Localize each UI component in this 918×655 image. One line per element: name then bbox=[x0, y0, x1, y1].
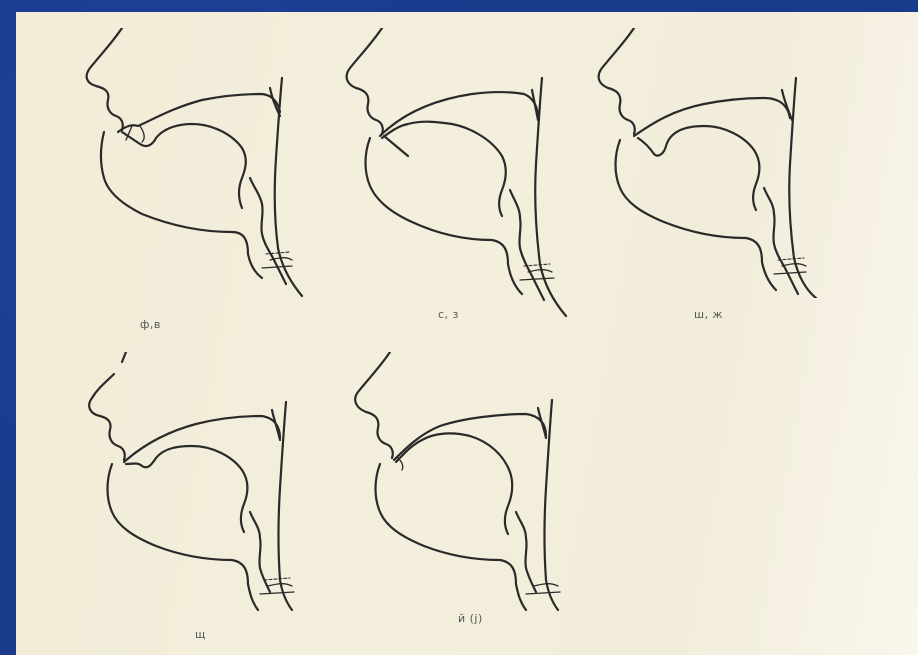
articulation-diagram-sh-zh bbox=[594, 28, 834, 298]
articulation-diagram-s-z bbox=[342, 28, 582, 318]
caption-j: й (j) bbox=[458, 612, 483, 625]
caption-sh-zh: ш, ж bbox=[694, 308, 723, 321]
articulation-diagram-shch bbox=[82, 352, 322, 612]
caption-f-v: ф,в bbox=[140, 318, 161, 331]
articulation-diagram-f-v bbox=[82, 28, 322, 298]
articulation-diagram-j bbox=[350, 352, 590, 612]
caption-s-z: с, з bbox=[438, 308, 459, 321]
caption-shch: щ bbox=[195, 628, 206, 641]
